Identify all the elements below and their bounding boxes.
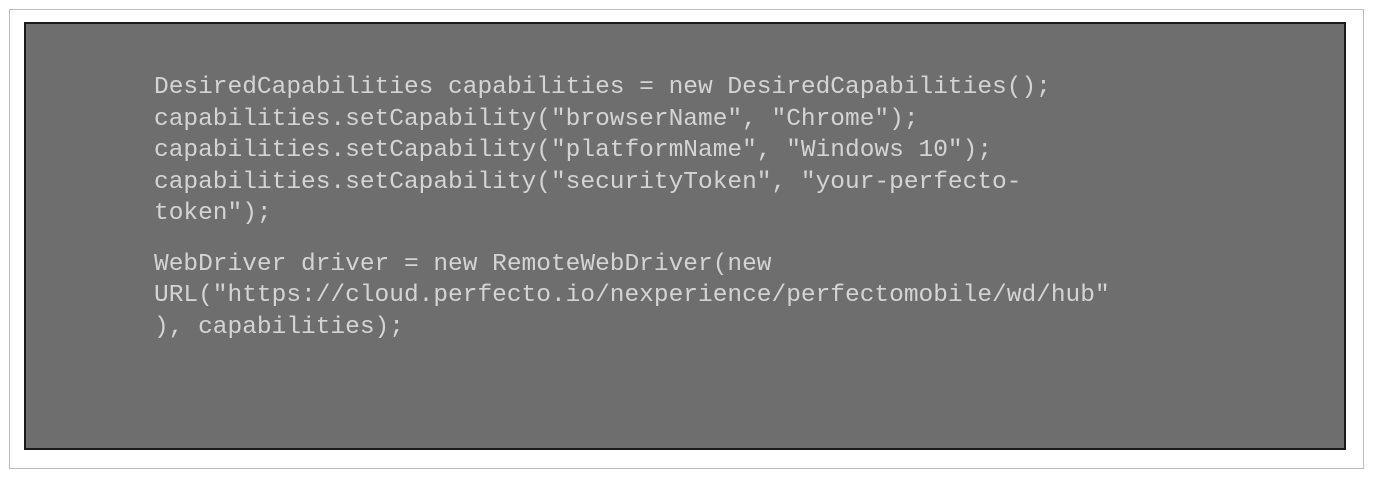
code-line-8: ), capabilities); [154,313,404,341]
code-blank-line [154,230,1110,249]
code-line-4: capabilities.setCapability("securityToke… [154,168,1022,196]
code-line-7: URL("https://cloud.perfecto.io/nexperien… [154,282,1110,309]
code-line-6: WebDriver driver = new RemoteWebDriver(n… [154,250,772,278]
code-line-3: capabilities.setCapability("platformName… [154,137,993,164]
code-panel: DesiredCapabilities capabilities = new D… [24,22,1346,450]
code-block: DesiredCapabilities capabilities = new D… [154,72,1110,343]
code-line-5: token"); [154,200,272,227]
code-line-1: DesiredCapabilities capabilities = new D… [154,74,1051,101]
code-line-2: capabilities.setCapability("browserName"… [154,105,919,133]
